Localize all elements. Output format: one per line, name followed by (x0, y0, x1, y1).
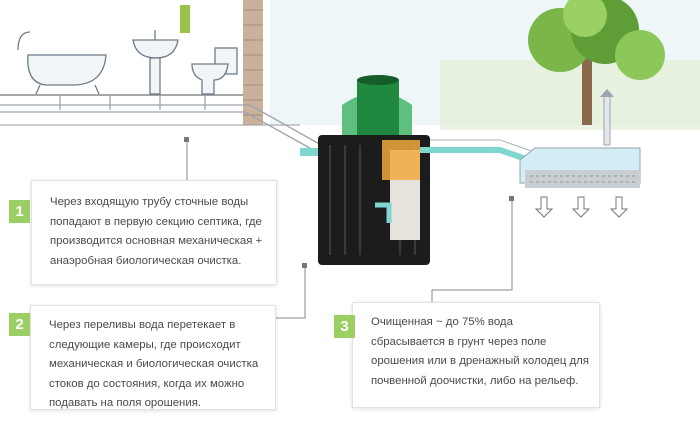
bathtub-icon (17, 31, 107, 95)
step-3-card: Очищенная ~ до 75% вода сбрасывается в г… (352, 302, 600, 408)
step-3-text: Очищенная ~ до 75% вода сбрасывается в г… (371, 316, 589, 387)
toilet-icon (191, 47, 238, 95)
step-1-badge: 1 (9, 200, 30, 223)
step-3-badge: 3 (334, 315, 355, 338)
step-1-card: Через входящую трубу сточные воды попада… (31, 180, 277, 285)
house-wall (0, 0, 300, 126)
sink-icon (132, 30, 179, 95)
step-2-text: Через переливы вода перетекает в следующ… (49, 319, 259, 409)
septic-tank (318, 135, 430, 265)
towel-icon (180, 5, 190, 33)
step-1-text: Через входящую трубу сточные воды попада… (50, 196, 263, 267)
drainage-field (519, 147, 641, 188)
sewer-pipe (0, 95, 331, 158)
step-2-card: Через переливы вода перетекает в следующ… (30, 305, 276, 410)
connector-lines (186, 140, 513, 319)
step-2-badge: 2 (9, 313, 30, 336)
down-arrow-icon (534, 196, 629, 218)
vent-pipe (600, 89, 614, 146)
tree-icon (528, 0, 665, 125)
tank-lid (342, 75, 412, 135)
